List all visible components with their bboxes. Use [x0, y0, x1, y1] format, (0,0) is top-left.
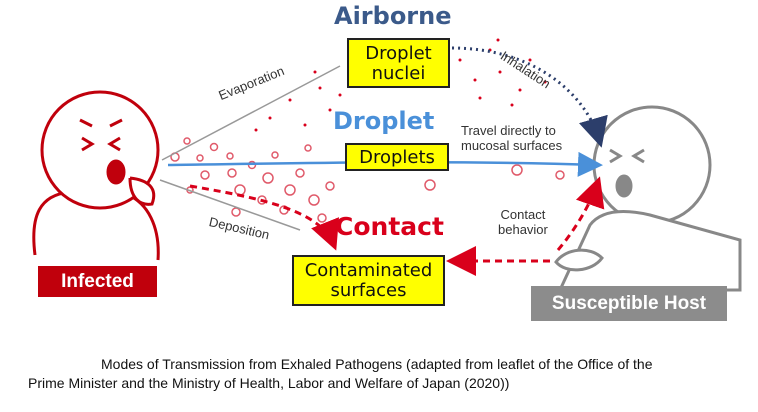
- caption-line2: Prime Minister and the Ministry of Healt…: [28, 375, 510, 391]
- infected-person-figure: [32, 90, 160, 261]
- caption-line1: Modes of Transmission from Exhaled Patho…: [101, 356, 653, 372]
- droplet-nuclei-line1: Droplet: [365, 43, 432, 64]
- droplet-nuclei-line2: nuclei: [371, 63, 426, 84]
- airborne-title: Airborne: [334, 2, 452, 30]
- droplets-label: Droplets: [359, 147, 435, 168]
- deposition-line: [159, 179, 301, 231]
- hand-to-face-arrow: [556, 176, 605, 251]
- droplets-box: Droplets: [345, 143, 449, 171]
- travel-directly-line2: mucosal surfaces: [461, 138, 563, 153]
- contaminated-surfaces-line2: surfaces: [330, 280, 407, 301]
- travel-directly-label: Travel directly to mucosal surfaces: [461, 123, 562, 153]
- airborne-arrow: [451, 46, 608, 148]
- evaporation-arrow: [161, 65, 341, 161]
- contact-behavior-line2: behavior: [498, 222, 548, 237]
- contact-behavior-line1: Contact: [500, 207, 546, 222]
- droplet-nuclei-box: Droplet nuclei: [347, 38, 450, 88]
- contact-title: Contact: [335, 212, 444, 241]
- contaminated-surfaces-line1: Contaminated: [304, 260, 433, 281]
- host-person-figure: [554, 105, 742, 292]
- contaminated-surfaces-box: Contaminated surfaces: [292, 255, 445, 306]
- contact-arrow: [189, 184, 339, 251]
- travel-directly-line1: Travel directly to: [461, 123, 556, 138]
- infected-badge: Infected: [38, 266, 157, 297]
- contact-behavior-label: Contact behavior: [498, 207, 548, 237]
- nuclei-particles: [254, 38, 547, 132]
- droplet-title: Droplet: [333, 107, 435, 135]
- susceptible-host-badge: Susceptible Host: [531, 286, 727, 321]
